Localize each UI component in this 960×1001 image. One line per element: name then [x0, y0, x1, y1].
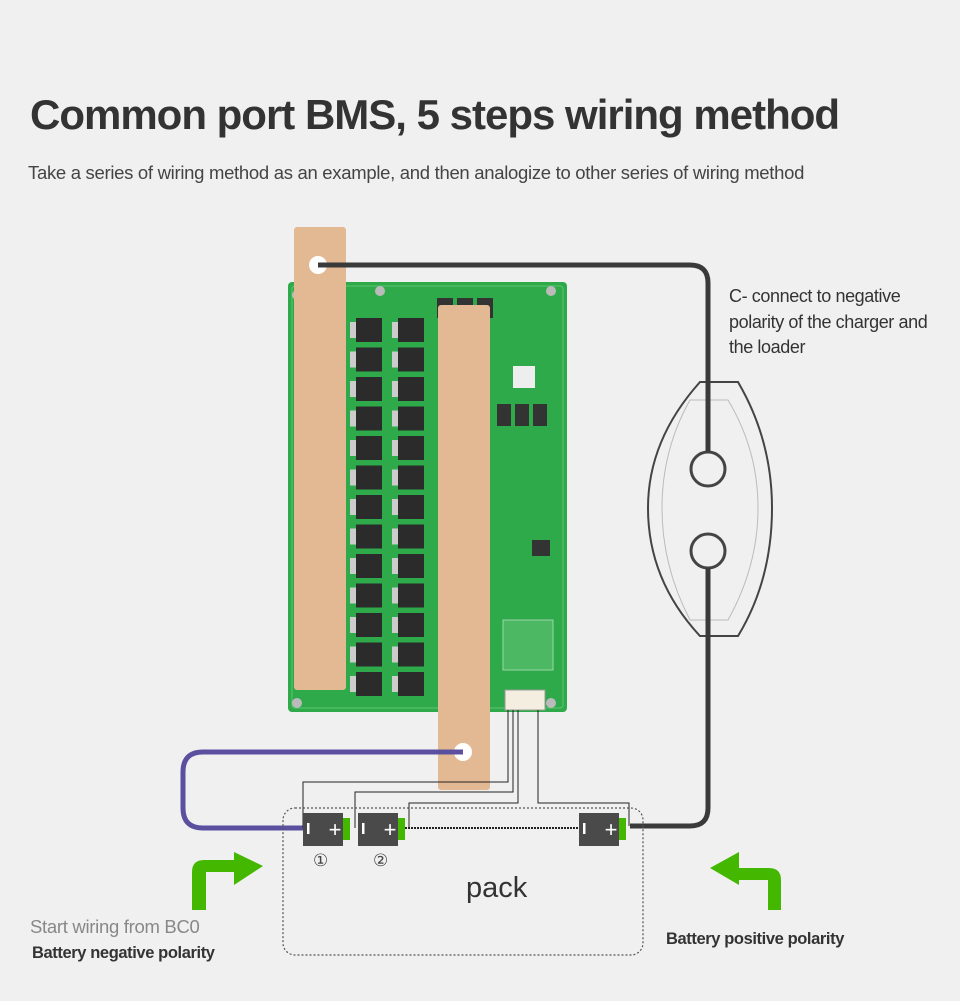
pack-outline [282, 807, 644, 956]
bms-board [288, 282, 567, 712]
c-minus-wire [318, 262, 711, 452]
mosfet [356, 613, 382, 637]
cell-label-2: ② [373, 851, 389, 870]
copper-bar-b-minus [294, 227, 346, 690]
mosfet [398, 642, 424, 667]
mosfet [356, 672, 382, 696]
battery-cell: + [303, 813, 350, 846]
mosfet [398, 613, 424, 637]
battery-cell: + [579, 813, 626, 846]
mosfet-array [350, 318, 424, 696]
start-note: Start wiring from BC0 [30, 916, 200, 937]
positive-polarity-label: Battery positive polarity [666, 930, 844, 948]
mosfet [356, 406, 382, 431]
mosfet [398, 672, 424, 696]
b-plus-wire [630, 568, 711, 829]
mosfet [398, 436, 424, 460]
mosfet [356, 377, 382, 401]
mosfet [356, 436, 382, 460]
mosfet [398, 554, 424, 578]
mosfet [398, 377, 424, 401]
b-minus-wire [180, 749, 463, 831]
plus-symbol: + [384, 817, 397, 842]
plus-symbol: + [329, 817, 342, 842]
mosfet [356, 465, 382, 490]
minus-symbol [307, 823, 310, 834]
minus-symbol [583, 823, 586, 834]
mosfet [356, 554, 382, 578]
page-subtitle: Take a series of wiring method as an exa… [28, 162, 805, 183]
negative-polarity-label: Battery negative polarity [32, 944, 215, 962]
minus-symbol [362, 823, 365, 834]
mosfet [398, 465, 424, 490]
mosfet [398, 495, 424, 519]
charger-note: C- connect to negative polarity of the c… [729, 286, 928, 357]
mosfet [398, 318, 424, 342]
mosfet [356, 495, 382, 519]
mosfet [356, 524, 382, 549]
mosfet [356, 642, 382, 667]
mosfet [398, 406, 424, 431]
mosfet [398, 347, 424, 372]
battery-cell: + [358, 813, 405, 846]
mosfet [398, 524, 424, 549]
mosfet [356, 347, 382, 372]
balance-wires [302, 710, 630, 829]
mosfet [398, 583, 424, 608]
arrow-right-icon [192, 852, 263, 910]
cell-label-1: ① [313, 851, 329, 870]
pack-label: pack [466, 872, 528, 904]
page-title: Common port BMS, 5 steps wiring method [30, 91, 840, 138]
copper-bar-p-minus [438, 305, 490, 790]
mosfet [356, 318, 382, 342]
arrow-left-icon [710, 852, 781, 910]
mosfet [356, 583, 382, 608]
plus-symbol: + [605, 817, 618, 842]
